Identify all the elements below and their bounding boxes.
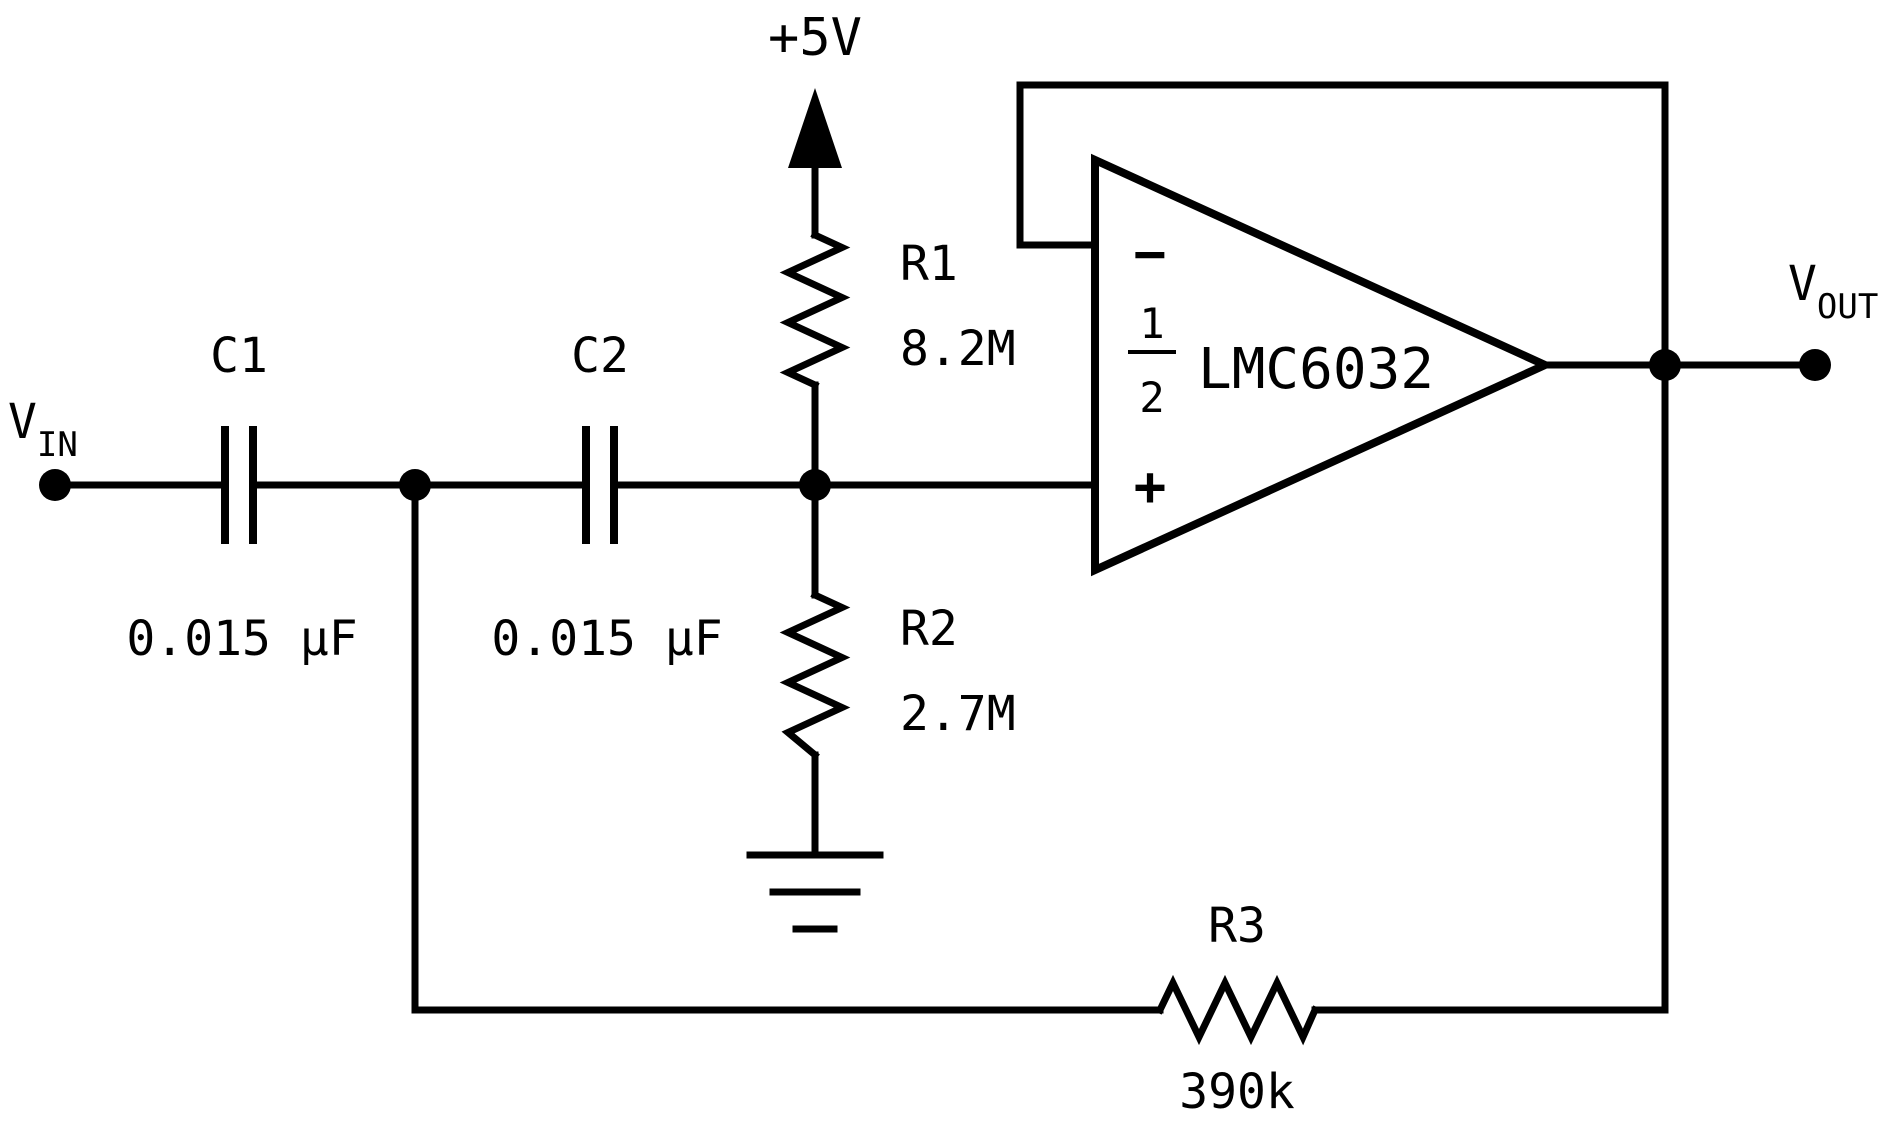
- opamp-half-fraction: 1 2: [1128, 299, 1176, 422]
- r1-ref-label: R1: [900, 236, 958, 292]
- opamp-noninverting-sign: +: [1134, 455, 1167, 518]
- vout-terminal-dot: [1799, 349, 1831, 381]
- vin-terminal-dot: [39, 469, 71, 501]
- opamp-part-label: LMC6032: [1198, 337, 1434, 402]
- c2-ref-label: C2: [571, 328, 629, 384]
- c2-value-label: 0.015 µF: [491, 611, 722, 667]
- output-junction-dot: [1649, 349, 1681, 381]
- r2-ref-label: R2: [900, 601, 958, 657]
- opamp-fraction-denominator: 2: [1139, 373, 1164, 422]
- resistor-r3: [1155, 974, 1320, 1046]
- resistor-r2: [779, 590, 851, 760]
- c1-value-label: 0.015 µF: [126, 611, 357, 667]
- opamp-triangle: [1091, 153, 1555, 577]
- capacitor-c2: [582, 426, 618, 544]
- r3-ref-label: R3: [1208, 898, 1266, 954]
- c1-ref-label: C1: [210, 328, 268, 384]
- vin-label: VIN: [8, 394, 78, 465]
- opamp-fraction-numerator: 1: [1139, 299, 1164, 348]
- capacitor-c1: [221, 426, 257, 544]
- r3-value-label: 390k: [1179, 1064, 1295, 1120]
- vout-label: VOUT: [1788, 256, 1878, 327]
- r2-value-label: 2.7M: [900, 686, 1016, 742]
- resistor-r1: [779, 230, 851, 390]
- ground-icon: [746, 851, 884, 933]
- supply-arrow-icon: [788, 88, 842, 168]
- supply-label: +5V: [768, 8, 862, 68]
- node-a-junction-dot: [399, 469, 431, 501]
- node-b-junction-dot: [799, 469, 831, 501]
- opamp-inverting-sign: −: [1134, 222, 1167, 285]
- r1-value-label: 8.2M: [900, 321, 1016, 377]
- feedback-top-wire: [1016, 81, 1669, 249]
